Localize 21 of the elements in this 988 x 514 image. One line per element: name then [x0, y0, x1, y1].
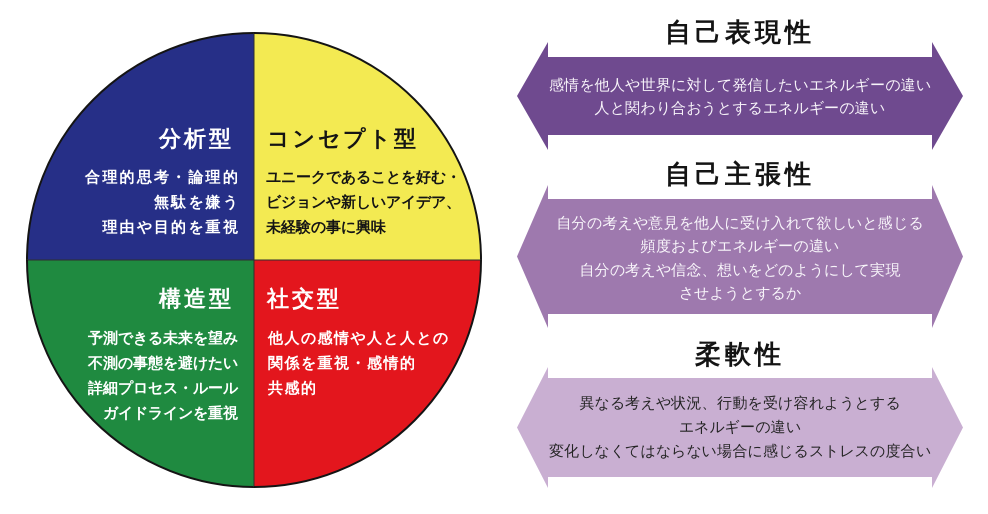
type-description: 無駄を嫌う [154, 192, 240, 212]
trait-title: 柔軟性 [695, 339, 785, 371]
type-description: 共感的 [268, 378, 318, 398]
type-description: ユニークであることを好む・ビジョンや新しいアイデア、未経験の事に興味 [266, 166, 462, 238]
type-description: 他人の感情や人と人との関係を重視・感情的 [268, 328, 450, 374]
trait-description: 異なる考えや状況、行動を受け容れようとするエネルギーの違い [578, 393, 902, 438]
trait-description: 自分の考えや意見を他人に受け入れて欲しいと感じる頻度およびエネルギーの違い [555, 212, 925, 256]
type-title: コンセプト型 [267, 126, 418, 154]
trait-description: 感情を他人や世界に対して発信したいエネルギーの違い [548, 74, 932, 96]
type-title: 社交型 [267, 286, 342, 314]
trait-title: 自己主張性 [665, 159, 815, 191]
trait-description: 変化しなくてはならない場合に感じるストレスの度合い [548, 441, 932, 462]
type-description: 合理的思考・論理的 [85, 166, 240, 188]
type-description: 理由や目的を重視 [102, 216, 240, 238]
type-title: 構造型 [159, 286, 234, 314]
type-description: 予測できる未来を望み不測の事態を避けたい [86, 328, 238, 374]
type-description: 詳細プロセス・ルールガイドラインを重視 [86, 378, 238, 424]
trait-description: 自分の考えや信念、想いをどのようにして実現させようとするか [578, 260, 902, 304]
type-title: 分析型 [159, 126, 234, 154]
trait-title: 自己表現性 [665, 17, 815, 49]
trait-description: 人と関わり合おうとするエネルギーの違い [594, 98, 886, 118]
